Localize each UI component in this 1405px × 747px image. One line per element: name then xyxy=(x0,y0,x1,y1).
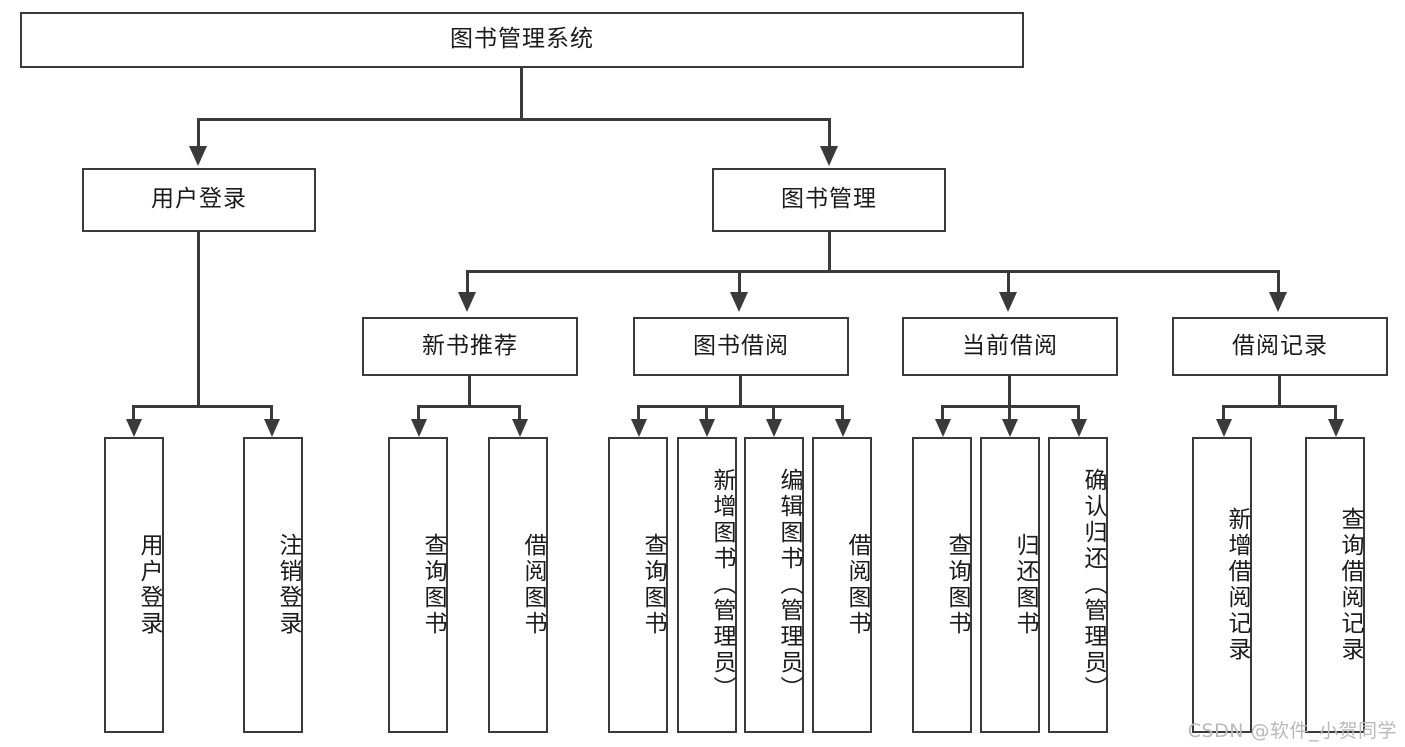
leaf-query-book-current[interactable]: 查询图书 xyxy=(912,437,972,733)
connector-borrow-records-bus xyxy=(1222,405,1337,408)
leaf-borrow-book-new[interactable]: 借阅图书 xyxy=(488,437,548,733)
connector-level3-bus xyxy=(466,270,1280,273)
arrow-to-leaf-query-book-3 xyxy=(935,419,951,437)
leaf-query-borrow-record[interactable]: 查询借阅记录 xyxy=(1305,437,1365,733)
leaf-confirm-return-label: 确认归还（管理员） xyxy=(1080,468,1106,702)
leaf-query-book-borrow[interactable]: 查询图书 xyxy=(608,437,668,733)
connector-level2-drop-right xyxy=(828,118,831,148)
connector-book-borrow-drop-1 xyxy=(637,405,640,421)
connector-user-login-drop-2 xyxy=(270,405,273,421)
connector-current-borrow-drop-2 xyxy=(1008,405,1011,421)
leaf-logout-label: 注销登录 xyxy=(275,533,301,637)
connector-borrow-records-drop-1 xyxy=(1222,405,1225,421)
leaf-logout[interactable]: 注销登录 xyxy=(243,437,303,733)
connector-new-book-stem xyxy=(468,376,471,407)
leaf-confirm-return[interactable]: 确认归还（管理员） xyxy=(1048,437,1108,733)
leaf-add-borrow-record[interactable]: 新增借阅记录 xyxy=(1192,437,1252,733)
leaf-add-borrow-record-label: 新增借阅记录 xyxy=(1224,507,1250,663)
connector-current-borrow-drop-1 xyxy=(941,405,944,421)
arrow-to-leaf-add-record xyxy=(1216,419,1232,437)
leaf-user-login-label: 用户登录 xyxy=(136,533,162,637)
leaf-return-book[interactable]: 归还图书 xyxy=(980,437,1040,733)
leaf-add-book-label: 新增图书（管理员） xyxy=(709,468,735,702)
arrow-to-leaf-logout xyxy=(264,419,280,437)
connector-level2-drop-left xyxy=(197,118,200,148)
connector-book-borrow-drop-3 xyxy=(772,405,775,421)
connector-user-login-drop-1 xyxy=(132,405,135,421)
leaf-borrow-book-label: 借阅图书 xyxy=(844,533,870,637)
node-book-manage[interactable]: 图书管理 xyxy=(712,168,946,232)
arrow-to-leaf-query-book-1 xyxy=(411,419,427,437)
arrow-to-book-manage xyxy=(820,146,838,166)
arrow-to-leaf-return-book xyxy=(1002,419,1018,437)
arrow-to-leaf-edit-book xyxy=(766,419,782,437)
connector-current-borrow-stem xyxy=(1008,376,1011,407)
connector-book-manage-stem xyxy=(828,232,831,272)
node-book-borrow[interactable]: 图书借阅 xyxy=(633,317,849,376)
connector-book-borrow-stem xyxy=(739,376,742,407)
leaf-return-book-label: 归还图书 xyxy=(1012,533,1038,637)
connector-borrow-records-drop-2 xyxy=(1334,405,1337,421)
leaf-borrow-book[interactable]: 借阅图书 xyxy=(812,437,872,733)
connector-new-book-bus xyxy=(417,405,521,408)
arrow-to-current-borrow xyxy=(999,292,1017,312)
connector-root-stem xyxy=(520,68,523,120)
arrow-to-leaf-borrow-book-2 xyxy=(835,419,851,437)
leaf-add-book[interactable]: 新增图书（管理员） xyxy=(677,437,737,733)
arrow-to-borrow-records xyxy=(1269,292,1287,312)
node-user-login[interactable]: 用户登录 xyxy=(82,168,316,232)
leaf-query-book-new[interactable]: 查询图书 xyxy=(388,437,448,733)
leaf-query-book-new-label: 查询图书 xyxy=(420,533,446,637)
connector-new-book-drop-1 xyxy=(417,405,420,421)
leaf-edit-book-label: 编辑图书（管理员） xyxy=(776,468,802,702)
arrow-to-leaf-confirm-return xyxy=(1071,419,1087,437)
connector-book-borrow-drop-4 xyxy=(841,405,844,421)
leaf-query-book-borrow-label: 查询图书 xyxy=(640,533,666,637)
arrow-to-new-book xyxy=(458,292,476,312)
node-new-book-recommend[interactable]: 新书推荐 xyxy=(362,317,578,376)
node-current-borrow[interactable]: 当前借阅 xyxy=(902,317,1118,376)
leaf-edit-book[interactable]: 编辑图书（管理员） xyxy=(744,437,804,733)
connector-level3-drop-2 xyxy=(738,270,741,294)
leaf-borrow-book-new-label: 借阅图书 xyxy=(520,533,546,637)
connector-book-borrow-bus xyxy=(637,405,844,408)
connector-book-borrow-drop-2 xyxy=(705,405,708,421)
arrow-to-leaf-query-book-2 xyxy=(631,419,647,437)
leaf-query-borrow-record-label: 查询借阅记录 xyxy=(1337,507,1363,663)
leaf-query-book-current-label: 查询图书 xyxy=(944,533,970,637)
leaf-user-login[interactable]: 用户登录 xyxy=(104,437,164,733)
arrow-to-leaf-borrow-book-1 xyxy=(512,419,528,437)
csdn-watermark: CSDN @软件_小贺同学 xyxy=(1187,720,1397,742)
connector-level3-drop-3 xyxy=(1007,270,1010,294)
node-root-system[interactable]: 图书管理系统 xyxy=(20,12,1024,68)
arrow-to-leaf-query-record xyxy=(1328,419,1344,437)
connector-new-book-drop-2 xyxy=(518,405,521,421)
arrow-to-leaf-add-book xyxy=(699,419,715,437)
connector-borrow-records-stem xyxy=(1278,376,1281,407)
connector-level3-drop-4 xyxy=(1277,270,1280,294)
arrow-to-user-login xyxy=(189,146,207,166)
connector-user-login-stem xyxy=(197,232,200,407)
connector-user-login-bus xyxy=(132,405,273,408)
connector-current-borrow-drop-3 xyxy=(1077,405,1080,421)
connector-level2-bus xyxy=(197,118,831,121)
arrow-to-book-borrow xyxy=(730,292,748,312)
node-borrow-records[interactable]: 借阅记录 xyxy=(1172,317,1388,376)
arrow-to-leaf-user-login xyxy=(126,419,142,437)
connector-level3-drop-1 xyxy=(466,270,469,294)
